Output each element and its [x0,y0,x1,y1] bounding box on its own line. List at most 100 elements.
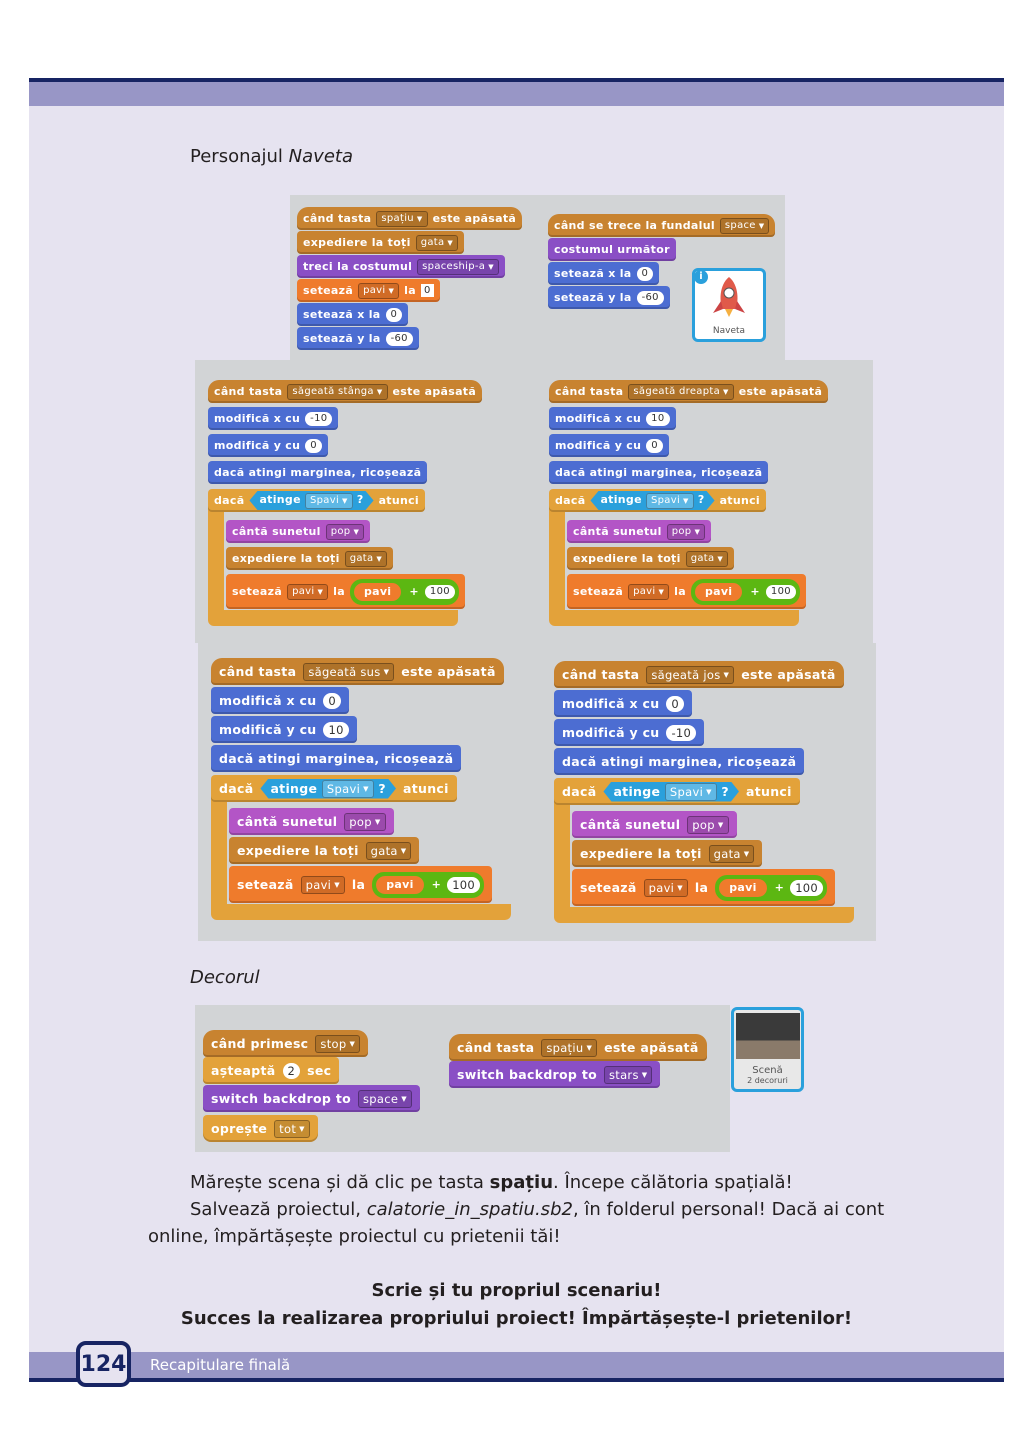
message-dropdown[interactable]: gata [415,234,459,251]
key-dropdown[interactable]: săgeată jos [646,665,735,684]
set-var-block[interactable]: seteazăpavilapavi+100 [229,866,493,903]
message-dropdown[interactable]: gata [365,841,412,860]
add-operator[interactable]: pavi+100 [372,871,485,898]
set-y-block[interactable]: setează y la-60 [548,286,670,309]
addend-input[interactable]: 100 [424,584,455,599]
stop-dropdown[interactable]: tot [274,1119,310,1138]
sound-dropdown[interactable]: pop [687,815,729,834]
touching-sensor[interactable]: atinge Spavi ? [603,782,739,802]
stage-thumbnail[interactable]: Scenă 2 decoruri [731,1007,804,1092]
add-operator[interactable]: pavi+100 [690,578,800,605]
touching-sensor[interactable]: atinge Spavi ? [249,491,373,510]
var-reporter[interactable]: pavi [692,580,745,603]
var-dropdown[interactable]: pavi [300,875,345,894]
y-input[interactable]: -60 [636,290,664,305]
message-dropdown[interactable]: gata [708,844,755,863]
sound-dropdown[interactable]: pop [325,523,365,540]
touching-sensor[interactable]: atinge Spavi ? [260,779,396,799]
x-input[interactable]: 0 [385,307,403,322]
dx-input[interactable]: 0 [666,695,685,712]
addend-input[interactable]: 100 [790,879,824,896]
dy-input[interactable]: 0 [646,438,663,453]
sprite-dropdown[interactable]: Spavi [646,493,694,509]
costume-dropdown[interactable]: spaceship-a [417,258,499,275]
backdrop-dropdown[interactable]: stars [603,1065,653,1084]
key-dropdown[interactable]: săgeată dreapta [628,383,734,400]
dx-input[interactable]: -10 [305,411,333,426]
key-dropdown[interactable]: spațiu [541,1038,598,1057]
sprite-dropdown[interactable]: Spavi [322,780,374,798]
backdrop-dropdown[interactable]: space [719,217,770,234]
bounce-block[interactable]: dacă atingi marginea, ricoșează [554,748,805,775]
when-key-block[interactable]: când tastaspațiueste apăsată [297,207,523,230]
var-dropdown[interactable]: pavi [287,583,329,600]
key-dropdown[interactable]: spațiu [376,210,428,227]
set-var-block[interactable]: seteazăpavilapavi+100 [572,869,836,906]
x-input[interactable]: 0 [636,266,654,281]
dy-input[interactable]: 0 [305,438,322,453]
bounce-block[interactable]: dacă atingi marginea, ricoșează [549,461,769,484]
set-var-block[interactable]: seteazăpavilapavi+100 [567,574,806,609]
message-dropdown[interactable]: gata [685,550,729,567]
set-var-block[interactable]: seteazăpavila0 [297,279,440,302]
change-x-block[interactable]: modifică x cu-10 [208,407,339,430]
backdrop-dropdown[interactable]: space [357,1089,412,1108]
var-dropdown[interactable]: pavi [628,583,670,600]
info-icon[interactable]: i [694,270,708,284]
addend-input[interactable]: 100 [765,584,796,599]
dx-input[interactable]: 0 [323,692,342,709]
touching-sensor[interactable]: atinge Spavi ? [590,491,714,510]
var-reporter[interactable]: pavi [717,876,769,899]
set-var-block[interactable]: seteazăpavilapavi+100 [226,574,465,609]
set-y-block[interactable]: setează y la-60 [297,327,419,350]
add-operator[interactable]: pavi+100 [715,874,828,901]
seconds-input[interactable]: 2 [282,1062,301,1079]
sprite-dropdown[interactable]: Spavi [665,783,717,801]
message-dropdown[interactable]: gata [344,550,388,567]
add-operator[interactable]: pavi+100 [349,578,459,605]
var-dropdown[interactable]: pavi [643,878,688,897]
value-input[interactable]: 0 [420,284,434,297]
bounce-block[interactable]: dacă atingi marginea, ricoșează [208,461,428,484]
key-dropdown[interactable]: săgeată stânga [287,383,388,400]
addend-input[interactable]: 100 [447,876,481,893]
key-dropdown[interactable]: săgeată sus [303,662,395,681]
sound-dropdown[interactable]: pop [666,523,706,540]
var-reporter[interactable]: pavi [374,873,426,896]
y-input[interactable]: -60 [385,331,413,346]
change-y-block[interactable]: modifică y cu-10 [554,719,705,746]
var-reporter[interactable]: pavi [351,580,404,603]
sound-dropdown[interactable]: pop [344,812,386,831]
dx-input[interactable]: 10 [646,411,670,426]
